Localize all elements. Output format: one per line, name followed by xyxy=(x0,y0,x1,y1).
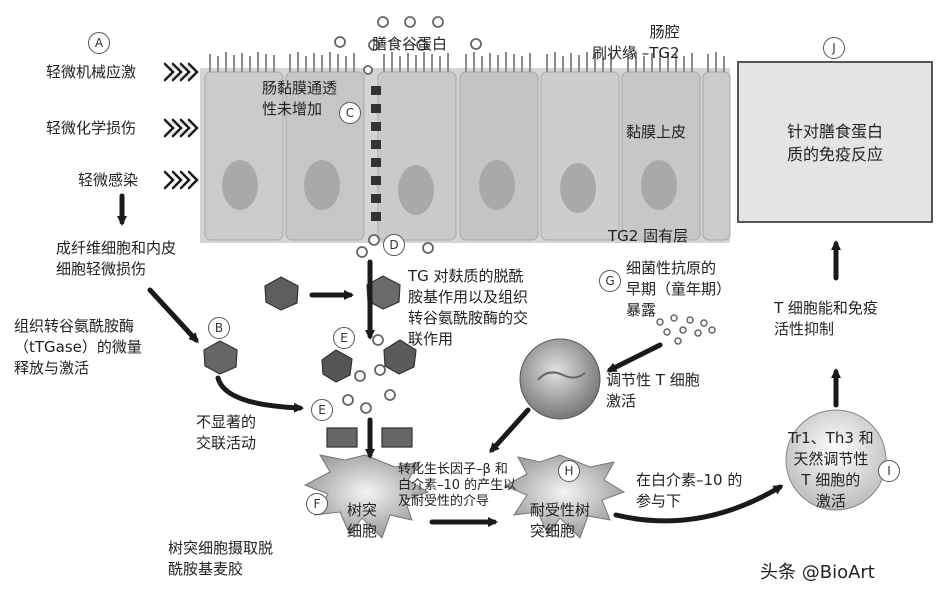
marker-j: J xyxy=(823,37,845,59)
label-epithelium: 黏膜上皮 xyxy=(626,123,687,141)
label-tr1-activation: Tr1、Th3 和 天然调节性 T 细胞的 激活 xyxy=(788,429,874,510)
label-il10-participation: 在白介素–10 的 参与下 xyxy=(636,471,743,510)
flow-arrows xyxy=(117,62,841,527)
label-tg-action: TG 对麸质的脱酰 胺基作用以及组织 转谷氨酰胺酶的交 联作用 xyxy=(408,267,529,348)
enzyme-cubes xyxy=(203,275,417,448)
label-permeability: 肠黏膜通透 性未增加 xyxy=(262,79,338,118)
marker-c: C xyxy=(339,102,361,124)
marker-h: H xyxy=(558,460,580,482)
marker-i: I xyxy=(878,460,900,482)
label-tgf-il10: 转化生长因子–β 和 白介素–10 的产生以 及耐受性的介导 xyxy=(398,462,517,509)
label-treg-activation: 调节性 T 细胞 激活 xyxy=(606,371,700,410)
marker-g: G xyxy=(599,270,621,292)
microvilli xyxy=(209,52,725,72)
tolerant-dendritic-cell xyxy=(503,454,626,539)
gluten-particles xyxy=(334,16,482,414)
label-lamina-propria: TG2 固有层 xyxy=(608,227,689,245)
label-mechanical-stress: 轻微机械应激 xyxy=(46,63,137,81)
treg-cell xyxy=(519,338,601,420)
dendritic-cell xyxy=(303,454,430,539)
label-chemical-injury: 轻微化学损伤 xyxy=(46,119,137,137)
marker-d: D xyxy=(383,234,405,256)
label-dendritic-cell: 树突 细胞 xyxy=(347,501,378,540)
immune-response-box: 针对膳食蛋白 质的免疫反应 xyxy=(737,61,933,223)
label-tcell-suppression: T 细胞能和免疫 活性抑制 xyxy=(774,299,878,338)
label-dietary-gluten: 膳食谷蛋白 xyxy=(372,35,448,53)
label-bacterial-antigen: 细菌性抗原的 早期（童年期） 暴露 xyxy=(626,259,732,319)
response-text: 针对膳食蛋白 质的免疫反应 xyxy=(786,122,883,164)
marker-e-lower: E xyxy=(311,399,333,421)
marker-a: A xyxy=(88,32,110,54)
label-low-crosslink: 不显著的 交联活动 xyxy=(196,413,257,452)
bacterial-antigens xyxy=(656,314,716,345)
marker-b: B xyxy=(208,317,230,339)
label-infection: 轻微感染 xyxy=(78,171,139,189)
label-ttgase-release: 组织转谷氨酰胺酶 （tTGase）的微量 释放与激活 xyxy=(14,317,142,377)
label-lumen-brush-border: 肠腔 刷状缘 –TG2 xyxy=(592,23,680,62)
label-fibroblast-injury: 成纤维细胞和内皮 细胞轻微损伤 xyxy=(56,239,177,278)
epithelium-cells xyxy=(200,68,731,243)
marker-f: F xyxy=(306,493,328,515)
tight-junction-blocks xyxy=(371,86,381,221)
watermark: 头条 @BioArt xyxy=(760,562,875,583)
marker-e-upper: E xyxy=(333,327,355,349)
label-dc-uptake: 树突细胞摄取脱 酰胺基麦胶 xyxy=(168,539,274,578)
label-tolerant-dc: 耐受性树 突细胞 xyxy=(530,501,591,540)
